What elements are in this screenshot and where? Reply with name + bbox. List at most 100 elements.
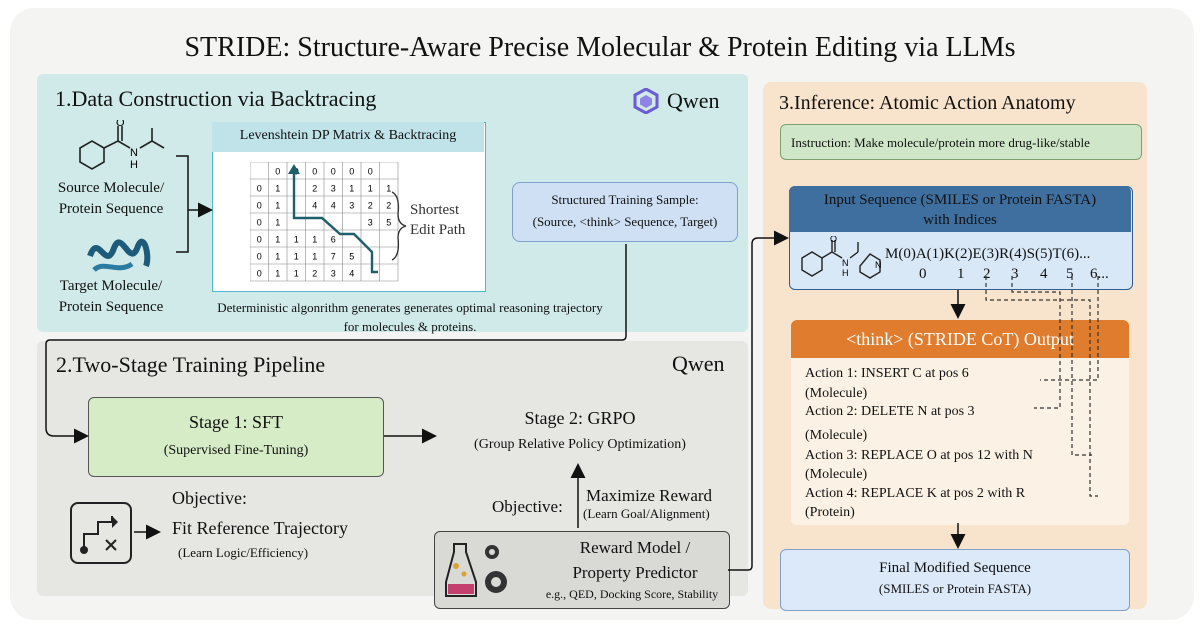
objective1-label: Objective: (172, 488, 247, 508)
matrix-cell: 1 (275, 184, 280, 194)
description-line1: Deterministic algonrithm generates gener… (217, 300, 603, 315)
sequence-index: 1 (957, 266, 965, 282)
sequence-index: 0 (919, 266, 927, 282)
reward-title-line1: Reward Model / (579, 538, 691, 557)
action-item: (Protein) (805, 505, 855, 520)
matrix-cell: 3 (368, 218, 373, 228)
matrix-cell: 0 (257, 235, 262, 245)
matrix-cell: 1 (349, 184, 354, 194)
svg-text:O: O (830, 236, 837, 244)
objective2-subtitle: (Learn Goal/Alignment) (583, 506, 710, 521)
shortest-label-line2: Edit Path (410, 222, 466, 238)
matrix-cell: 2 (312, 269, 317, 279)
final-title: Final Modified Sequence (879, 560, 1031, 576)
backtrace-path (292, 172, 378, 274)
sample-to-stage1-arrow (45, 244, 627, 444)
action-item: Action 4: REPLACE K at pos 2 with R (805, 486, 1026, 501)
panel1-title: 1.Data Construction via Backtracing (55, 86, 377, 111)
shortest-label-line1: Shortest (410, 202, 460, 218)
sample-line2: (Source, <think> Sequence, Target) (532, 214, 718, 229)
matrix-cell: 1 (275, 201, 280, 211)
input-header-line1: Input Sequence (SMILES or Protein FASTA) (823, 192, 1097, 208)
matrix-cell: 0 (257, 201, 262, 211)
description-line2: for molecules & proteins. (343, 319, 477, 334)
reward-title-line2: Property Predictor (572, 563, 698, 582)
action-item: (Molecule) (805, 386, 868, 401)
matrix-cell: 6 (331, 235, 336, 245)
matrix-cell: 1 (294, 269, 299, 279)
action3-index-link (1071, 276, 1092, 456)
matrix-cell: 4 (331, 201, 336, 211)
matrix-cell: 0 (257, 184, 262, 194)
sample-line1: Structured Training Sample: (551, 192, 699, 207)
matrix-cell: 1 (275, 269, 280, 279)
action-item: (Molecule) (805, 467, 868, 482)
stage2-subtitle: (Group Relative Policy Optimization) (474, 437, 686, 452)
dp-matrix-title: Levenshtein DP Matrix & Backtracing (212, 122, 484, 152)
reward-model-box (434, 531, 730, 609)
stage1-subtitle: (Supervised Fine-Tuning) (163, 443, 309, 458)
staircase-icon (80, 516, 118, 554)
matrix-cell: 0 (257, 269, 262, 279)
matrix-cell: 1 (294, 235, 299, 245)
target-molecule-label: Target Molecule/ Protein Sequence (40, 276, 182, 318)
svg-text:H: H (842, 268, 849, 278)
svg-text:N: N (842, 258, 849, 268)
matrix-cell: 2 (386, 201, 391, 211)
lab-flask-gear-icon (445, 543, 507, 597)
matrix-cell: 4 (312, 201, 317, 211)
source-target-bracket (176, 155, 189, 253)
dp-matrix-grid: 0000000123111014432201350111601117501123… (250, 162, 399, 282)
panel2-title: 2.Two-Stage Training Pipeline (56, 352, 326, 377)
final-sequence-box: Final Modified Sequence (SMILES or Prote… (780, 549, 1130, 611)
stage1-title: Stage 1: SFT (188, 412, 283, 432)
sequence-text: M(0)A(1)K(2)E(3)R(4)S(5)T(6)... (885, 246, 1091, 262)
matrix-cell: 0 (349, 167, 354, 177)
target-protein-icon (87, 238, 151, 273)
action2-index-link (1011, 276, 1061, 409)
instruction-box: Instruction: Make molecule/protein more … (780, 124, 1142, 160)
qwen-logo: Qwen (633, 88, 720, 114)
matrix-cell: 0 (331, 167, 336, 177)
matrix-cell: 1 (312, 252, 317, 262)
sequence-index: 4 (1040, 266, 1048, 282)
deterministic-description: Deterministic algonrithm generates gener… (190, 298, 630, 336)
matrix-cell: 2 (312, 184, 317, 194)
stage1-sft-box: Stage 1: SFT (Supervised Fine-Tuning) (88, 397, 384, 477)
structured-training-sample-box: Structured Training Sample: (Source, <th… (512, 182, 738, 242)
objective1-subtitle: (Learn Logic/Efficiency) (178, 545, 309, 560)
qwen-label-2: Qwen (672, 351, 725, 376)
action-item: (Molecule) (805, 428, 868, 443)
shortest-path-brace (391, 191, 407, 261)
input-molecule-icon: O N H N (801, 236, 882, 279)
objective2-label: Objective: (492, 497, 563, 516)
matrix-cell: 1 (386, 184, 391, 194)
sequence-index: 5 (1066, 266, 1074, 282)
matrix-cell: 1 (275, 235, 280, 245)
target-label-line2: Protein Sequence (58, 299, 164, 315)
matrix-cell: 1 (312, 235, 317, 245)
diagram-title: STRIDE: Structure-Aware Precise Molecula… (184, 32, 1016, 63)
svg-text:H: H (130, 159, 138, 171)
trajectory-icon (70, 502, 132, 564)
svg-text:N: N (875, 260, 882, 270)
matrix-cell: 3 (331, 184, 336, 194)
source-label-line1: Source Molecule/ (57, 180, 165, 196)
think-output-header: <think> (STRIDE CoT) Output (791, 320, 1129, 358)
input-header-line2: with Indices (923, 212, 997, 228)
objective2-text: Maximize Reward (586, 486, 713, 505)
reward-to-input-arrow (728, 230, 789, 571)
backtrace-arrowhead (288, 164, 300, 174)
action-item: Action 2: DELETE N at pos 3 (805, 404, 975, 419)
input-sequence-header: Input Sequence (SMILES or Protein FASTA)… (789, 186, 1131, 232)
action-item: Action 1: INSERT C at pos 6 (805, 366, 969, 381)
action1-index-link (1040, 276, 1099, 381)
matrix-cell: 0 (257, 218, 262, 228)
matrix-cell: 1 (275, 252, 280, 262)
svg-text:N: N (130, 147, 138, 159)
panel3-title: 3.Inference: Atomic Action Anatomy (779, 92, 1076, 114)
target-label-line1: Target Molecule/ (59, 278, 163, 294)
sequence-index: 2 (983, 266, 991, 282)
matrix-cell: 1 (275, 218, 280, 228)
